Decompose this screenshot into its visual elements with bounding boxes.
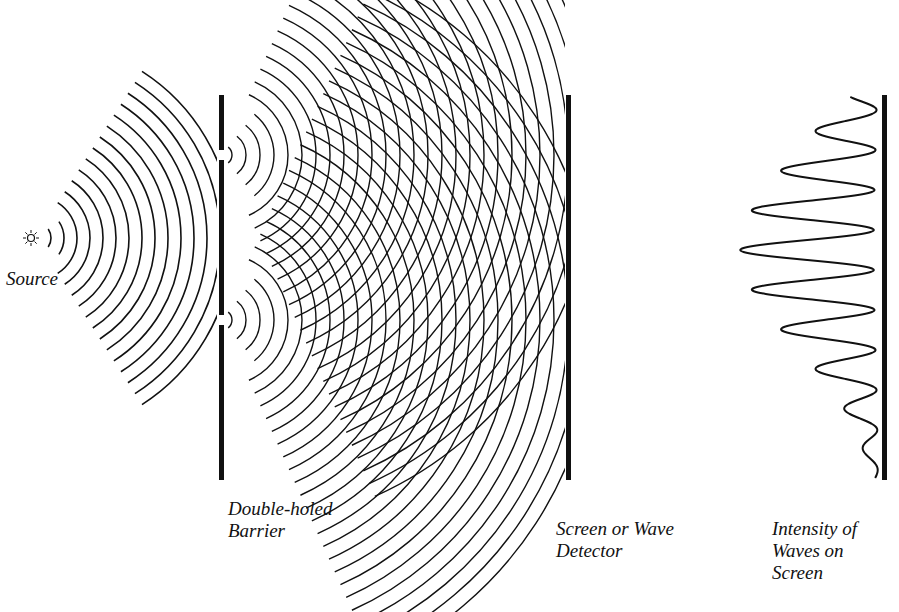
- wave-front: [255, 247, 302, 393]
- screen-detector: [566, 95, 571, 480]
- wave-front: [306, 132, 428, 508]
- wave-front: [278, 196, 358, 444]
- wave-front: [312, 0, 442, 356]
- intensity-axis: [882, 95, 887, 480]
- wave-front: [59, 222, 64, 255]
- intensity-curve: [740, 97, 877, 478]
- source-symbol: [23, 230, 39, 246]
- wave-front: [289, 170, 386, 469]
- wave-front: [329, 81, 484, 559]
- wave-front: [246, 290, 260, 350]
- wave-front: [266, 221, 330, 418]
- wave-front: [363, 0, 565, 471]
- wave-front: [65, 192, 90, 285]
- wave-front: [246, 125, 260, 185]
- wave-front: [249, 95, 288, 215]
- wave-front: [335, 0, 498, 407]
- figure-label: Double-holed Barrier: [228, 498, 348, 542]
- wave-front: [306, 0, 428, 343]
- wave-front: [249, 260, 288, 380]
- wave-front: [346, 0, 526, 432]
- wave-front: [358, 17, 554, 612]
- barrier-wall: [219, 325, 224, 480]
- wave-front: [375, 0, 565, 496]
- wave-front: [283, 18, 372, 292]
- source-waves: [48, 71, 217, 404]
- wave-front: [352, 0, 540, 445]
- wave-front: [335, 68, 498, 572]
- wave-front: [255, 82, 302, 228]
- wave-front: [358, 0, 554, 458]
- wave-front: [352, 30, 540, 611]
- wave-front: [312, 119, 442, 521]
- wave-front: [128, 93, 207, 382]
- wave-front: [254, 279, 274, 360]
- wave-front: [228, 147, 232, 163]
- wave-front: [283, 183, 372, 457]
- figure-label: Intensity of Waves on Screen: [772, 518, 890, 584]
- wave-front: [93, 148, 142, 328]
- barrier-wall: [219, 160, 224, 315]
- wave-front: [295, 0, 400, 317]
- wave-front: [363, 4, 565, 612]
- wave-front: [300, 145, 414, 496]
- wave-front: [237, 136, 246, 174]
- wave-front: [142, 71, 217, 404]
- wave-front: [114, 115, 181, 361]
- wave-front: [135, 82, 217, 393]
- wave-front: [260, 234, 316, 406]
- wave-fronts: [48, 0, 596, 612]
- wave-front: [121, 104, 194, 372]
- wave-front: [329, 0, 484, 394]
- wave-front: [79, 170, 116, 306]
- wave-front: [318, 106, 456, 533]
- wave-front: [237, 301, 246, 339]
- wave-front: [289, 5, 386, 304]
- wave-front: [86, 159, 129, 317]
- wave-front: [375, 0, 565, 612]
- wave-front: [72, 181, 103, 295]
- wave-front: [58, 203, 77, 274]
- figure-label: Screen or Wave Detector: [556, 518, 684, 562]
- hole-waves: [228, 0, 565, 612]
- wave-front: [48, 229, 51, 247]
- wave-front: [346, 43, 526, 598]
- figure-label: Source: [6, 268, 96, 290]
- wave-front: [295, 158, 400, 483]
- wave-front: [369, 0, 565, 612]
- wave-front: [254, 114, 274, 195]
- barrier-wall: [219, 95, 224, 150]
- wave-front: [228, 312, 232, 328]
- wave-front: [340, 55, 512, 584]
